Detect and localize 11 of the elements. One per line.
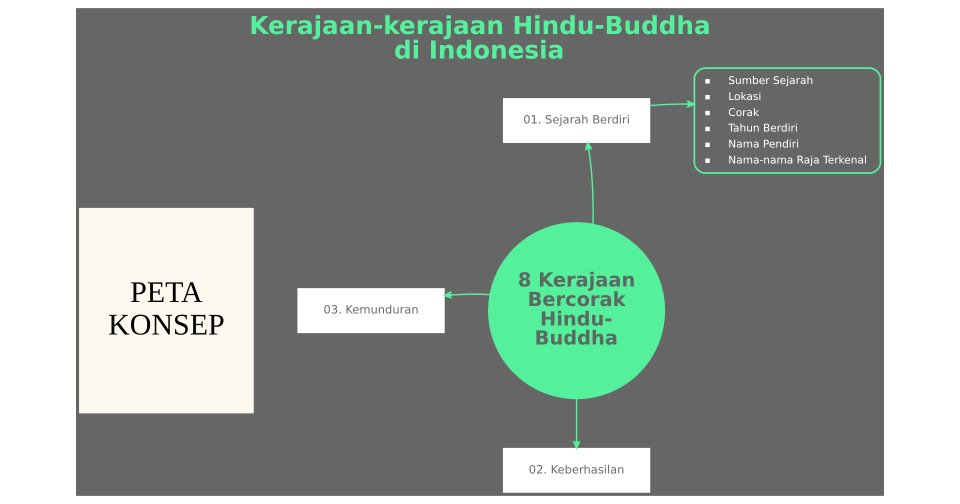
node-box: 02. Keberhasilan <box>502 448 650 493</box>
node-box: 03. Kemunduran <box>297 288 445 334</box>
label: PETA KONSEP <box>108 276 225 342</box>
node-box: 01. Sejarah Berdiri <box>502 98 650 144</box>
arrow <box>444 291 490 299</box>
arrow <box>572 398 580 449</box>
arrow <box>584 142 594 224</box>
arrow <box>650 100 695 108</box>
node-circle: 8 Kerajaan Bercorak Hindu-Buddha <box>488 222 666 400</box>
node-box: Sumber Sejarah Lokasi Corak Tahun Berdiri Nama Pendiri Nama-nama Raja Terkenal <box>693 67 882 174</box>
diagram-title: Kerajaan-kerajaan Hindu-Buddha di Indonesia <box>249 11 711 65</box>
